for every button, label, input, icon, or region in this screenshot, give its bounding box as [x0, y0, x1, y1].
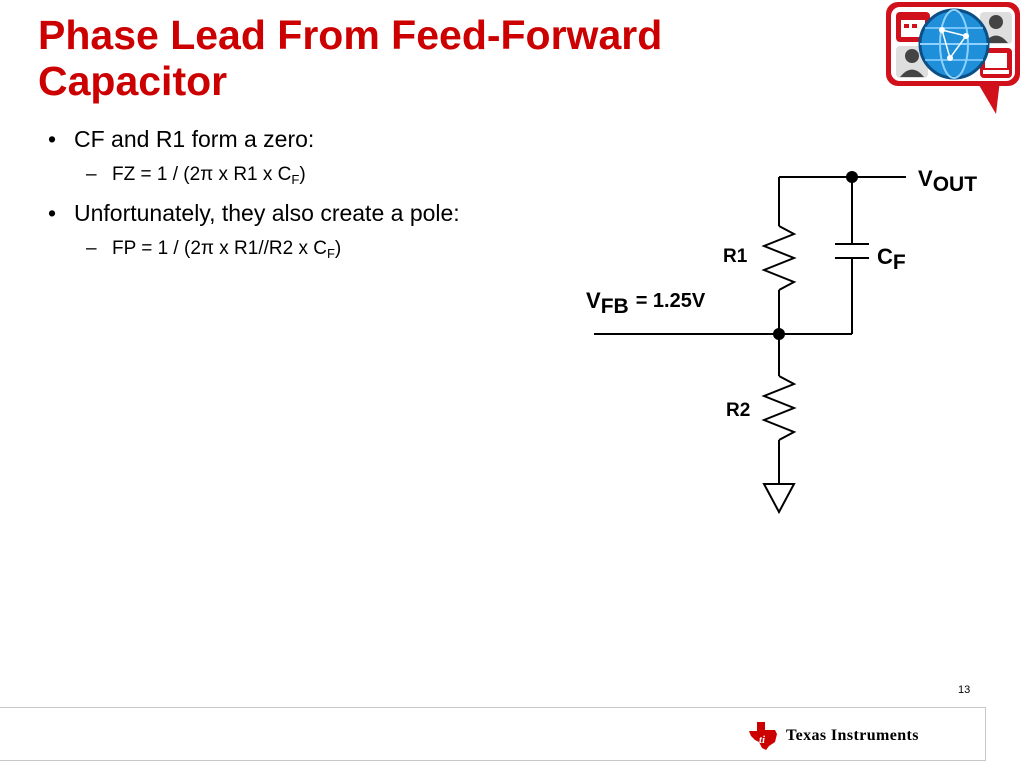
- r2-label: R2: [726, 400, 750, 421]
- cf-label-sub: F: [893, 251, 906, 274]
- bullet-zero: CF and R1 form a zero: FZ = 1 / (2π x R1…: [44, 124, 574, 188]
- bullet-pole-text: Unfortunately, they also create a pole:: [74, 200, 460, 226]
- r2-resistor: [761, 375, 797, 441]
- title-line-1: Phase Lead From Feed-Forward: [38, 12, 663, 58]
- slide-title: Phase Lead From Feed-Forward Capacitor: [38, 12, 858, 104]
- texas-state-icon: ti: [749, 722, 777, 750]
- cf-label-main: C: [877, 244, 893, 269]
- fb-node-dot: [773, 328, 785, 340]
- ground-symbol: [762, 483, 796, 515]
- vout-label-main: V: [918, 166, 933, 191]
- page-number: 13: [958, 684, 971, 696]
- vfb-label-main: V: [586, 288, 601, 313]
- vout-label-sub: OUT: [933, 173, 978, 196]
- globe-icon: [918, 8, 990, 80]
- pole-formula-subscript: F: [326, 246, 335, 261]
- vfb-label-sub: FB: [601, 295, 629, 318]
- ti-brand-text: Texas Instruments: [786, 727, 919, 744]
- r1-label: R1: [723, 246, 748, 267]
- svg-text:ti: ti: [759, 734, 766, 746]
- pole-formula-close: ): [334, 238, 342, 259]
- r1-resistor: [761, 225, 797, 291]
- ti-brand-logo: ti Texas Instruments: [748, 720, 919, 752]
- vout-node-dot: [846, 171, 858, 183]
- zero-formula: FZ = 1 / (2π x R1 x CF): [74, 162, 574, 188]
- zero-formula-main: FZ = 1 / (2π x R1 x C: [112, 164, 292, 185]
- zero-formula-subscript: F: [291, 172, 300, 187]
- pole-formula: FP = 1 / (2π x R1//R2 x CF): [74, 236, 574, 262]
- training-network-logo: [886, 2, 1020, 114]
- pole-formula-main: FP = 1 / (2π x R1//R2 x C: [112, 238, 327, 259]
- zero-formula-close: ): [299, 164, 306, 185]
- bullet-list: CF and R1 form a zero: FZ = 1 / (2π x R1…: [44, 124, 574, 262]
- bullet-zero-text: CF and R1 form a zero:: [74, 126, 315, 152]
- vfb-label: VFB = 1.25V: [586, 288, 706, 318]
- feedback-divider-schematic: VOUT R1 CF VFB= 1.25V R2: [586, 166, 977, 515]
- title-line-2: Capacitor: [38, 58, 228, 104]
- bullet-pole: Unfortunately, they also create a pole: …: [44, 198, 574, 262]
- footer-bar: [0, 707, 986, 761]
- vout-label: VOUT: [918, 166, 977, 196]
- cf-label: CF: [877, 244, 906, 274]
- laptop-icon: [980, 48, 1012, 78]
- vfb-label-value: = 1.25V: [636, 290, 706, 312]
